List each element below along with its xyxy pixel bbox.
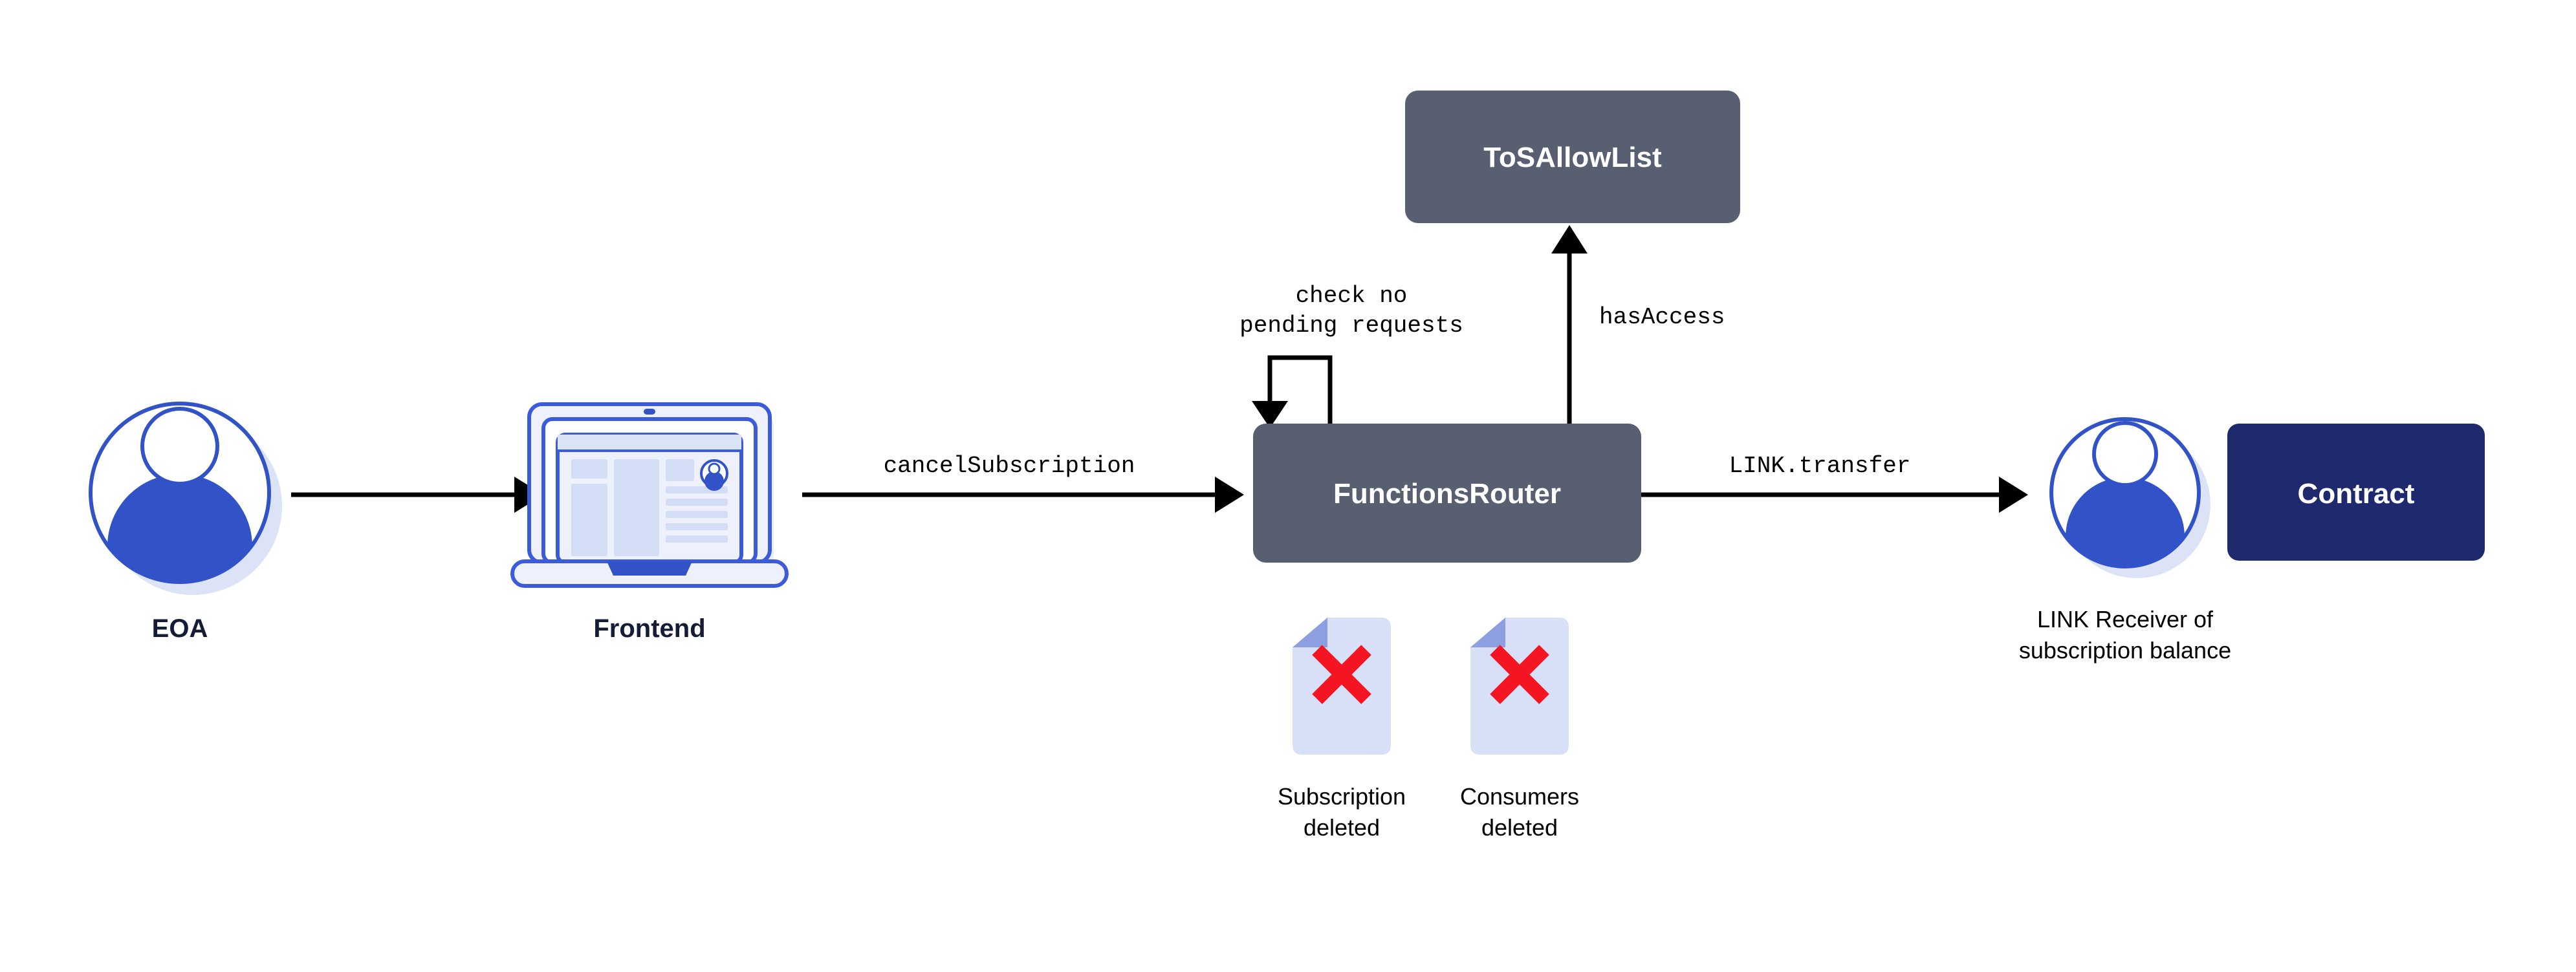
avatar-icon <box>89 402 282 595</box>
link-receiver-node[interactable]: LINK Receiver of subscription balance <box>2019 417 2231 664</box>
edge-frontend-to-router: cancelSubscription <box>802 453 1244 513</box>
edge-label-cancel-subscription: cancelSubscription <box>884 453 1135 479</box>
link-receiver-caption-line2: subscription balance <box>2019 637 2231 664</box>
edge-router-to-receiver: LINK.transfer <box>1641 453 2028 513</box>
frontend-node[interactable]: Frontend <box>510 402 789 643</box>
consumers-deleted-line2: deleted <box>1481 814 1558 841</box>
edge-label-link-transfer: LINK.transfer <box>1729 453 1911 479</box>
document-deleted-icon <box>1470 618 1569 755</box>
red-x-icon <box>1312 645 1371 704</box>
edge-eoa-to-frontend <box>291 477 543 513</box>
eoa-caption: EOA <box>152 614 208 643</box>
consumers-deleted-line1: Consumers <box>1460 783 1579 810</box>
edge-label-has-access: hasAccess <box>1599 304 1725 330</box>
edge-router-self-loop: check no pending requests <box>1239 283 1463 428</box>
subscription-deleted-line1: Subscription <box>1278 783 1406 810</box>
annotation-consumers-deleted: Consumers deleted <box>1460 618 1579 841</box>
annotation-subscription-deleted: Subscription deleted <box>1278 618 1406 841</box>
edge-label-check-no: check no <box>1296 283 1408 309</box>
link-receiver-caption-line1: LINK Receiver of <box>2037 606 2214 632</box>
tos-allow-list-label: ToSAllowList <box>1483 142 1662 173</box>
edge-router-to-tos: hasAccess <box>1551 225 1725 424</box>
edge-label-pending-requests: pending requests <box>1239 312 1463 339</box>
eoa-node[interactable]: EOA <box>89 402 282 643</box>
contract-node[interactable]: Contract <box>2227 424 2485 561</box>
red-x-icon <box>1490 645 1549 704</box>
contract-label: Contract <box>2298 478 2415 510</box>
subscription-deleted-line2: deleted <box>1304 814 1380 841</box>
tos-allow-list-node[interactable]: ToSAllowList <box>1405 91 1740 223</box>
functions-router-node[interactable]: FunctionsRouter <box>1253 424 1641 563</box>
document-deleted-icon <box>1293 618 1391 755</box>
laptop-icon <box>510 402 789 588</box>
avatar-icon <box>2049 417 2210 578</box>
frontend-caption: Frontend <box>593 614 705 643</box>
functions-router-label: FunctionsRouter <box>1333 478 1561 510</box>
